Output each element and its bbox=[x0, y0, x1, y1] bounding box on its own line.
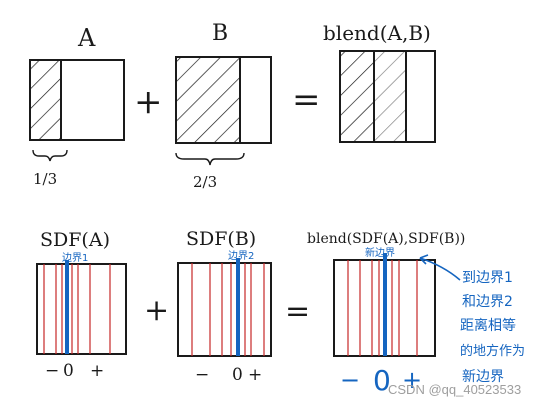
label-sdf-b: SDF(B) bbox=[186, 228, 256, 250]
box-b bbox=[175, 56, 272, 144]
watermark: CSDN @qq_40523533 bbox=[388, 382, 521, 397]
fraction-b: 2/3 bbox=[193, 173, 217, 191]
edge-label-a: 边界1 bbox=[62, 252, 88, 264]
box-sdf-a bbox=[36, 260, 127, 355]
box-a-hatched-region bbox=[30, 60, 61, 140]
edge-label-new: 新边界 bbox=[365, 246, 395, 259]
label-b: B bbox=[212, 21, 228, 46]
brace-b bbox=[175, 152, 245, 166]
axis-blend-minus: − bbox=[340, 366, 360, 394]
plus-bottom: + bbox=[144, 293, 169, 328]
brace-a bbox=[32, 149, 68, 162]
axis-a-minus: − bbox=[45, 361, 59, 381]
label-blend-ab: blend(A,B) bbox=[323, 21, 431, 45]
label-blend-sdf: blend(SDF(A),SDF(B)) bbox=[307, 231, 465, 247]
annotation-line-1: 到边界1 bbox=[462, 270, 513, 286]
annotation-arrowhead bbox=[419, 254, 429, 265]
axis-b-minus: − bbox=[195, 365, 209, 385]
box-blend-sdf bbox=[333, 253, 436, 357]
equals-bottom: = bbox=[285, 294, 310, 329]
box-blend-ab bbox=[339, 50, 436, 143]
annotation-line-4: 的地方作为 bbox=[460, 343, 525, 359]
annotation-line-2: 和边界2 bbox=[462, 294, 513, 310]
annotation-arrow bbox=[419, 257, 461, 281]
annotation-line-3: 距离相等 bbox=[460, 317, 516, 334]
axis-blend-zero: 0 bbox=[373, 364, 391, 397]
box-a bbox=[29, 59, 125, 141]
axis-b-plus: + bbox=[248, 365, 262, 385]
label-a: A bbox=[77, 24, 96, 52]
axis-blend-plus: + bbox=[402, 366, 422, 394]
box-sdf-b bbox=[177, 258, 272, 357]
box-b-hatched-region bbox=[176, 57, 240, 143]
axis-a-plus: + bbox=[90, 361, 104, 381]
fraction-a: 1/3 bbox=[33, 170, 57, 188]
annotation-note: 到边界1 和边界2 距离相等 的地方作为 新边界 bbox=[460, 270, 525, 385]
edge-label-b: 边界2 bbox=[228, 250, 254, 262]
axis-a-zero: 0 bbox=[63, 361, 74, 381]
axis-b-zero: 0 bbox=[232, 365, 243, 385]
plus-top: + bbox=[134, 82, 163, 122]
annotation-line-5: 新边界 bbox=[462, 369, 504, 385]
equals-top: = bbox=[292, 80, 321, 120]
label-sdf-a: SDF(A) bbox=[40, 229, 110, 251]
